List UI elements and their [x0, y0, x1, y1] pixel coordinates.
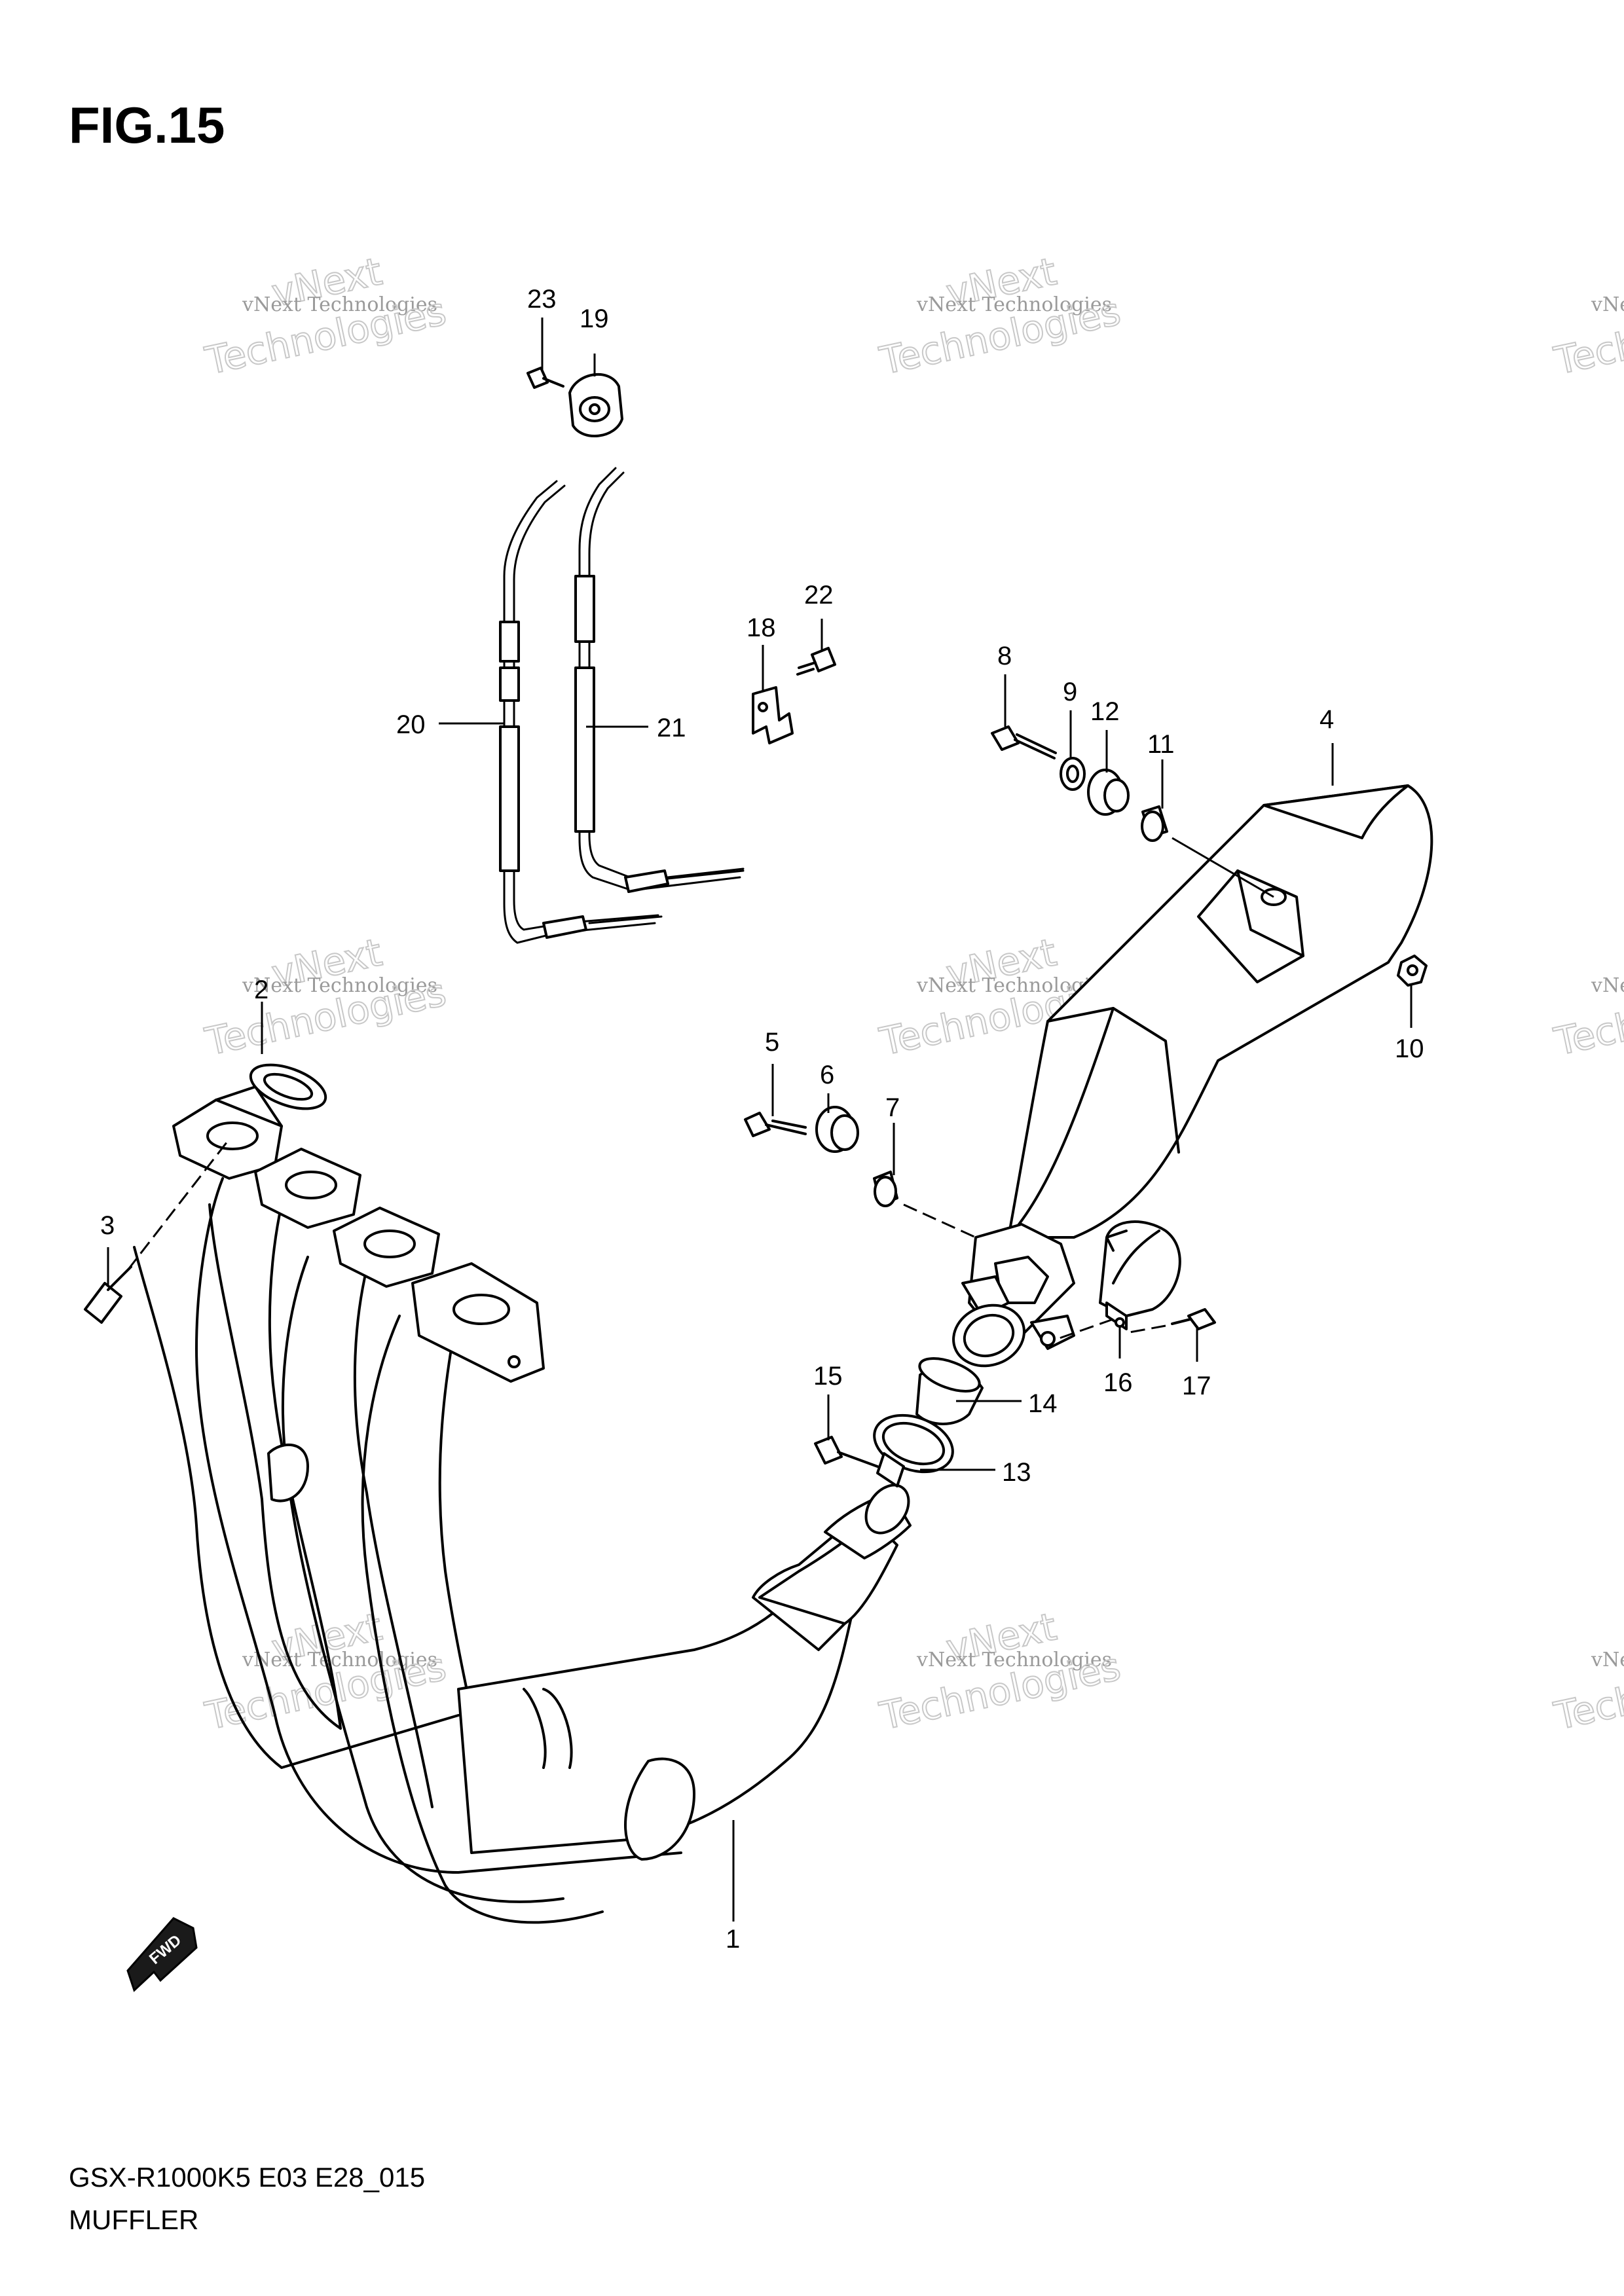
callout-part-13: 13	[1002, 1458, 1031, 1487]
watermark: vNext Technologies Technologies	[1549, 288, 1624, 384]
callout-part-6: 6	[820, 1061, 834, 1089]
hanger-set-rear-drawing	[991, 725, 1274, 898]
figure-title: FIG.15	[69, 96, 225, 154]
callout-part-4: 4	[1320, 705, 1334, 734]
clamp-drawing	[873, 1413, 954, 1487]
bolt-15-drawing	[814, 1436, 879, 1468]
forward-direction-arrow: FWD	[126, 1917, 198, 1992]
header-flange	[254, 1148, 361, 1229]
callout-part-22: 22	[804, 581, 834, 610]
callout-part-8: 8	[997, 642, 1012, 670]
watermark-small: vNext Technologies	[916, 293, 1112, 316]
section-name: MUFFLER	[69, 2204, 198, 2235]
gasket-drawing	[249, 1063, 327, 1110]
callout-part-1: 1	[726, 1925, 740, 1954]
header-flange	[333, 1207, 440, 1288]
bolt-drawing	[84, 1139, 231, 1324]
cable-20-drawing	[499, 480, 663, 944]
callout-part-9: 9	[1063, 678, 1077, 706]
callout-part-18: 18	[747, 613, 776, 642]
callout-part-16: 16	[1103, 1368, 1133, 1397]
callout-part-19: 19	[580, 304, 609, 333]
heat-cover-drawing	[1057, 1220, 1181, 1340]
watermark-small: vNext Technologies	[242, 1649, 437, 1671]
bracket-drawing	[752, 647, 836, 744]
cable-guide-drawing	[526, 367, 623, 437]
callout-part-12: 12	[1090, 697, 1120, 726]
hanger-set-front-drawing	[744, 1106, 976, 1239]
callout-part-23: 23	[527, 285, 557, 314]
nut-drawing	[1397, 955, 1428, 987]
watermark: vNext vNext Technologies Technologies	[875, 248, 1125, 384]
callout-part-14: 14	[1028, 1389, 1058, 1418]
watermark: vNext vNext Technologies Technologies	[200, 929, 451, 1065]
header-flange	[172, 1085, 283, 1180]
pipe-joint-drawing	[915, 1357, 984, 1425]
callout-part-21: 21	[657, 714, 686, 742]
watermark-small: vNext Technologies	[242, 974, 437, 997]
callout-part-7: 7	[885, 1093, 900, 1122]
watermark-small: vNext Technologies	[1591, 293, 1624, 316]
callout-part-15: 15	[813, 1362, 843, 1391]
muffler-drawing	[1007, 784, 1433, 1239]
watermark-small: vNext Technologies	[916, 1649, 1112, 1671]
callout-part-10: 10	[1395, 1034, 1424, 1063]
watermark-small: vNext Technologies	[1591, 974, 1624, 997]
watermark: vNext vNext Technologies Technologies	[875, 1603, 1125, 1739]
callout-part-17: 17	[1182, 1372, 1211, 1400]
callout-part-20: 20	[396, 710, 426, 739]
header-flange	[411, 1262, 545, 1383]
callout-labels: 1 2 3 4 5 6 7 8 9 10 11 12 13 14 15 16 1…	[100, 285, 1424, 1954]
callout-part-11: 11	[1147, 730, 1175, 759]
valve-joint-drawing	[952, 1223, 1075, 1368]
callout-part-5: 5	[765, 1028, 779, 1057]
watermark: vNext Technologies Technologies	[1549, 1643, 1624, 1739]
callout-part-3: 3	[100, 1211, 115, 1240]
callout-part-2: 2	[254, 975, 268, 1004]
model-code: GSX-R1000K5 E03 E28_015	[69, 2162, 425, 2193]
cable-21-drawing	[574, 467, 745, 893]
watermark: vNext vNext Technologies Technologies	[200, 248, 451, 384]
watermark: vNext Technologies Technologies	[1549, 969, 1624, 1065]
watermark-small: vNext Technologies	[1591, 1649, 1624, 1671]
bolt-17-drawing	[1129, 1308, 1216, 1334]
exhaust-header-drawing	[133, 1085, 912, 1924]
watermark-small: vNext Technologies	[242, 293, 437, 316]
callout-leaders	[107, 318, 1412, 1922]
